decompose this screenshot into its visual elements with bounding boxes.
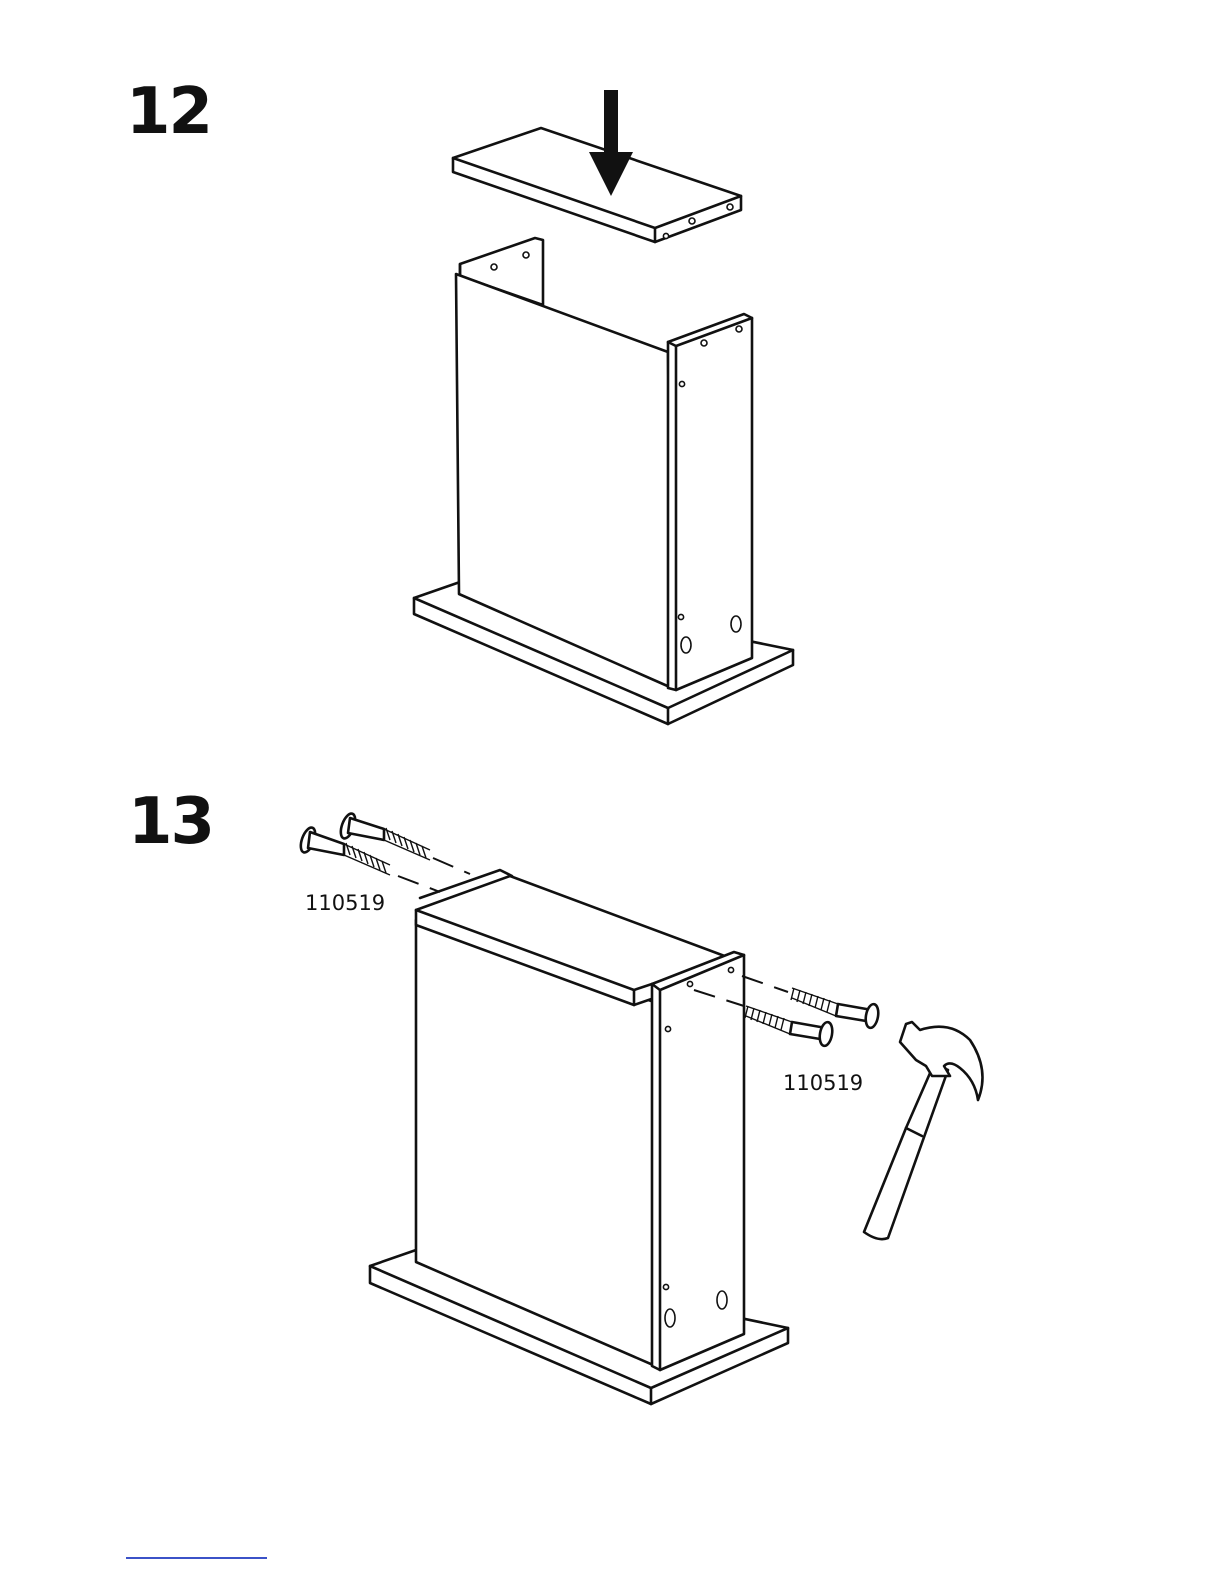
- screw-thread: [745, 1006, 784, 1030]
- side-panel: [652, 952, 744, 1370]
- part-number-label: 110519: [305, 893, 385, 914]
- screw-icon: [745, 1006, 834, 1047]
- screw-thread: [791, 988, 830, 1012]
- footer-rule: [126, 1557, 267, 1559]
- part-number-label: 110519: [783, 1073, 863, 1094]
- screw-icon: [791, 988, 880, 1029]
- insertion-guide: [742, 976, 788, 992]
- step-13-illustration: [298, 812, 983, 1404]
- top-panel-piece: [453, 128, 741, 242]
- insertion-guide: [433, 858, 470, 874]
- side-panel: [668, 314, 752, 690]
- insertion-guide: [398, 876, 440, 892]
- step-12-illustration: [414, 90, 793, 724]
- screw-icon: [338, 812, 430, 860]
- hammer-icon: [864, 1022, 983, 1239]
